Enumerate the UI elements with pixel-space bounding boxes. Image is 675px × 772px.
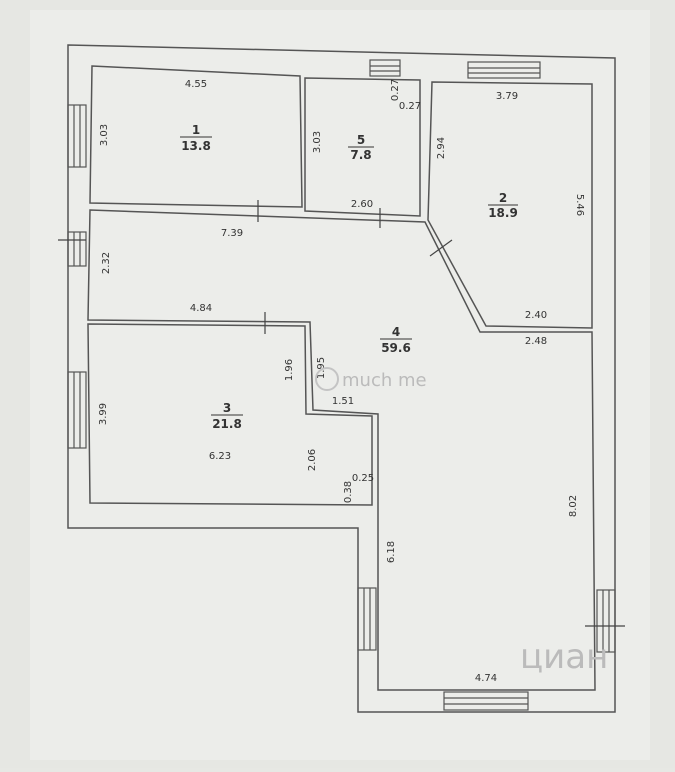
room-2-outline	[427, 81, 593, 329]
room-5-area: 7.8	[350, 148, 371, 162]
dim-r4-right: 8.02	[568, 495, 579, 517]
room-3-number: 3	[223, 401, 231, 415]
dim-r5-left: 3.03	[312, 131, 323, 153]
dim-r2-left: 2.94	[436, 137, 447, 159]
dim-r2-right: 5.46	[574, 194, 585, 216]
dim-r5-small-b: 0.27	[399, 101, 421, 112]
dim-r3-notch-e: 0.25	[352, 473, 374, 484]
room-2-area: 18.9	[488, 206, 518, 220]
room-3-outline	[87, 323, 373, 506]
dim-r3-notch-d: 2.06	[307, 449, 318, 471]
dim-r3-notch-f: 0.38	[343, 481, 354, 503]
door-markers	[58, 200, 625, 627]
room-5-outline	[304, 77, 421, 217]
dim-r3-left: 3.99	[98, 403, 109, 425]
room-1-area: 13.8	[181, 139, 211, 153]
dim-r5-small-a: 0.27	[390, 79, 401, 101]
dim-corridor-left: 2.32	[101, 252, 112, 274]
dim-corridor-bottom: 4.84	[190, 303, 212, 314]
room-4-outline	[87, 209, 596, 691]
room-5-number: 5	[357, 133, 365, 147]
room-1-outline	[89, 65, 303, 208]
dim-r3-bottom: 6.23	[209, 451, 231, 462]
dim-r2-top: 3.79	[496, 91, 518, 102]
dim-r4-bottom: 4.74	[475, 673, 497, 684]
dimension-labels: 4.55 3.03 3.03 2.60 0.27 0.27 3.79 2.94 …	[98, 79, 585, 684]
dim-r3-notch-b: 1.95	[316, 357, 327, 379]
room-3-area: 21.8	[212, 417, 242, 431]
room-2-number: 2	[499, 191, 507, 205]
dim-r4-left-lower: 6.18	[386, 541, 397, 563]
outer-wall	[67, 44, 616, 713]
dim-r3-notch-a: 1.96	[284, 359, 295, 381]
watermark-left: much me	[342, 370, 427, 391]
watermark-right: циан	[520, 637, 608, 677]
dim-r3-notch-c: 1.51	[332, 396, 354, 407]
room-1-number: 1	[192, 123, 200, 137]
dim-r1-left: 3.03	[99, 124, 110, 146]
dim-r1-top: 4.55	[185, 79, 207, 90]
dim-corridor-top: 7.39	[221, 228, 243, 239]
room-4-area: 59.6	[381, 341, 411, 355]
dim-r2-bottom: 2.40	[525, 310, 547, 321]
watermarks: much me циан	[315, 367, 608, 677]
dim-r4-right-top: 2.48	[525, 336, 547, 347]
room-labels: 1 13.8 5 7.8 2 18.9 4 59.6 3 21.8	[180, 123, 518, 431]
room-4-number: 4	[392, 325, 400, 339]
dim-r5-bottom: 2.60	[351, 199, 373, 210]
windows	[67, 59, 616, 711]
